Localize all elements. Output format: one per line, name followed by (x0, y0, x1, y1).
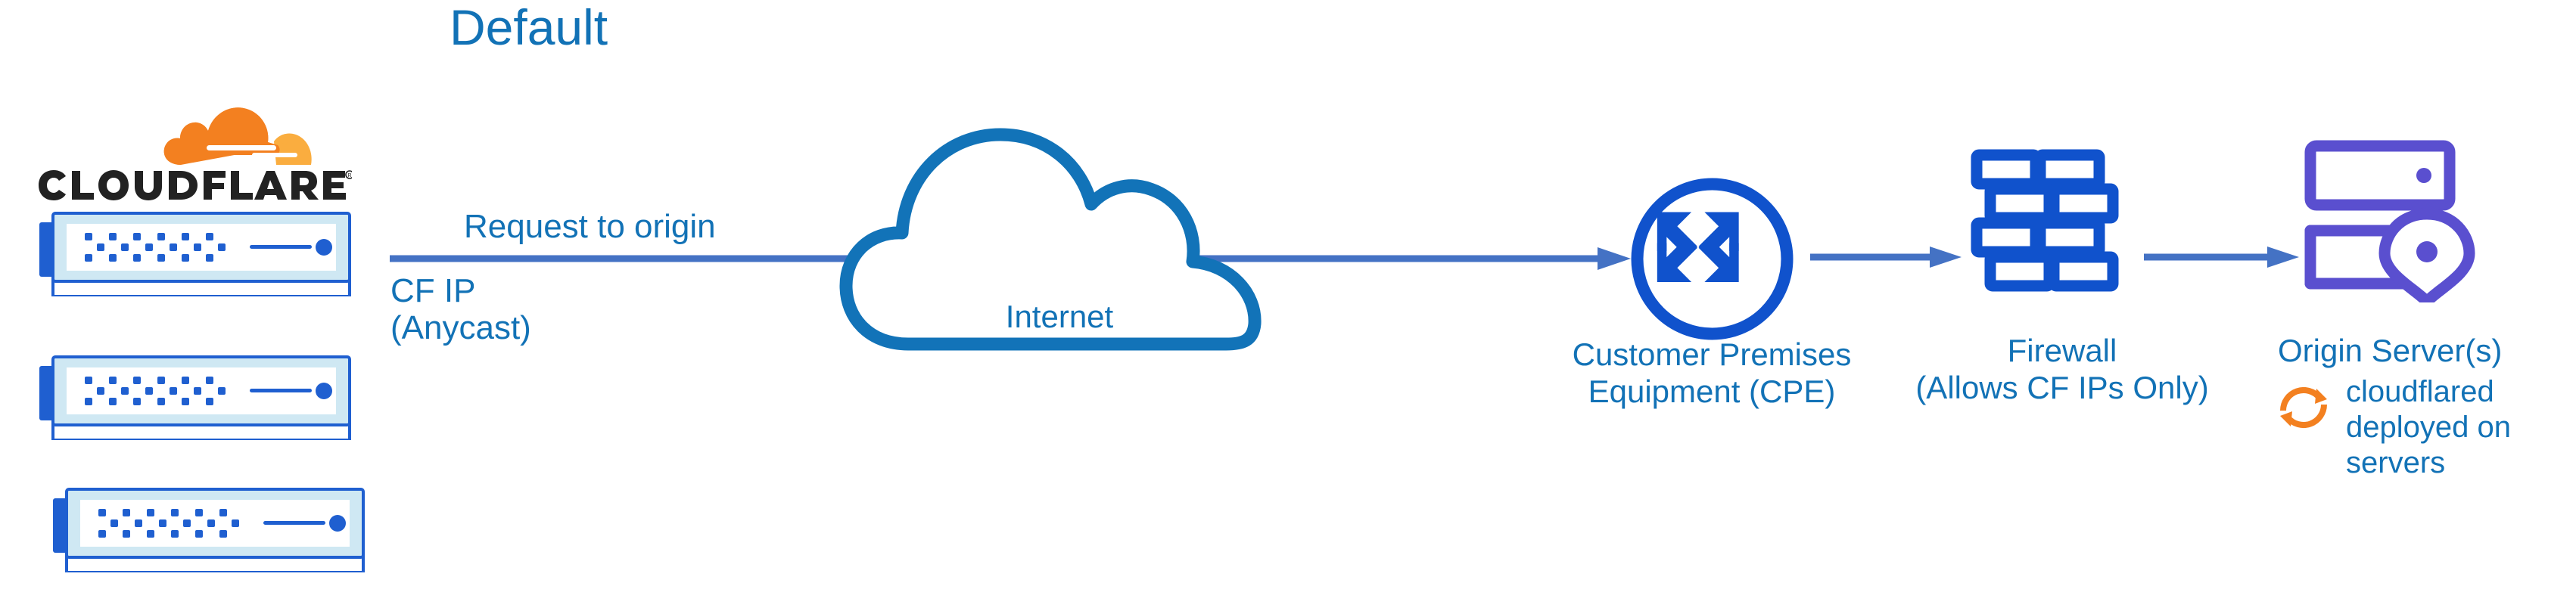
svg-text:R: R (347, 173, 351, 178)
rack-server-icon (53, 488, 365, 572)
firewall-to-origin-arrow (2144, 247, 2299, 268)
firewall-label: Firewall (Allows CF IPs Only) (1915, 333, 2209, 405)
cloudflare-wordmark: R (39, 170, 352, 200)
brick-wall-icon (1971, 149, 2119, 292)
cf-ip-anycast-label: CF IP (Anycast) (390, 272, 531, 347)
server-location-pin-icon (2304, 140, 2475, 302)
cloudflared-note: cloudflared deployed on servers (2346, 375, 2511, 480)
cloud-outline-icon (839, 128, 1262, 351)
rack-server-icon (39, 212, 351, 296)
cloudflare-logo: R (34, 98, 352, 204)
cpe-to-firewall-arrow (1810, 247, 1962, 268)
internet-label: Internet (1005, 299, 1114, 334)
cloudflare-cloud-icon (163, 107, 312, 165)
cpe-label: Customer Premises Equipment (CPE) (1572, 336, 1852, 409)
rack-server-icon (39, 355, 351, 440)
sync-arrows-icon (2280, 386, 2327, 429)
router-arrows-circle-icon (1631, 178, 1794, 340)
request-to-origin-label: Request to origin (464, 208, 716, 245)
origin-server-label: Origin Server(s) (2278, 333, 2503, 368)
page-title: Default (450, 0, 608, 55)
